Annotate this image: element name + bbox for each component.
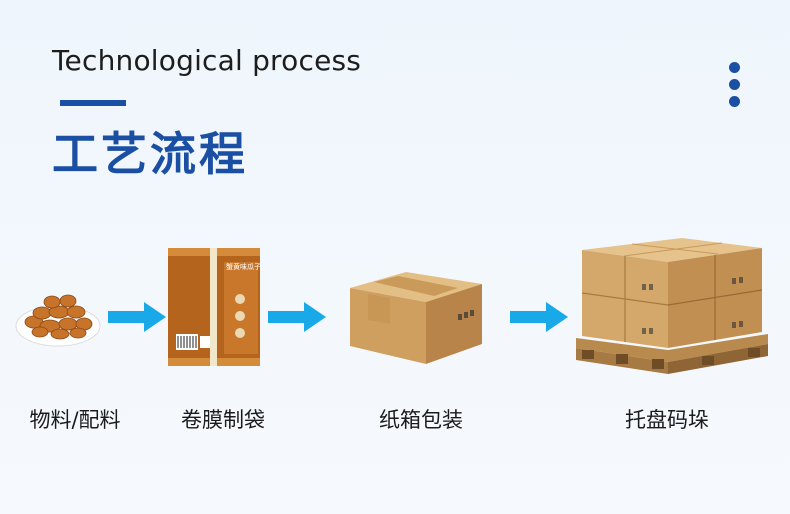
step-label: 物料/配料 xyxy=(29,408,121,432)
dot xyxy=(729,96,740,107)
step-label: 纸箱包装 xyxy=(379,408,463,432)
dot xyxy=(729,79,740,90)
pallet-stack-icon xyxy=(576,238,768,374)
snack-bag-icon: 蟹黄味瓜子 xyxy=(168,248,261,366)
title-underline xyxy=(60,100,126,106)
title-english: Technological process xyxy=(52,44,362,77)
dot xyxy=(729,62,740,73)
flow-arrow xyxy=(510,302,568,332)
step-label: 托盘码垛 xyxy=(625,408,709,432)
more-menu-icon[interactable] xyxy=(729,62,743,113)
flow-arrow xyxy=(268,302,326,332)
step-label: 卷膜制袋 xyxy=(181,408,265,432)
bag-brand-text: 蟹黄味瓜子 xyxy=(226,262,261,271)
title-chinese: 工艺流程 xyxy=(52,127,248,181)
nuts-pile-icon xyxy=(15,294,101,347)
cardboard-box-icon xyxy=(350,272,482,364)
flow-arrow xyxy=(108,302,166,332)
